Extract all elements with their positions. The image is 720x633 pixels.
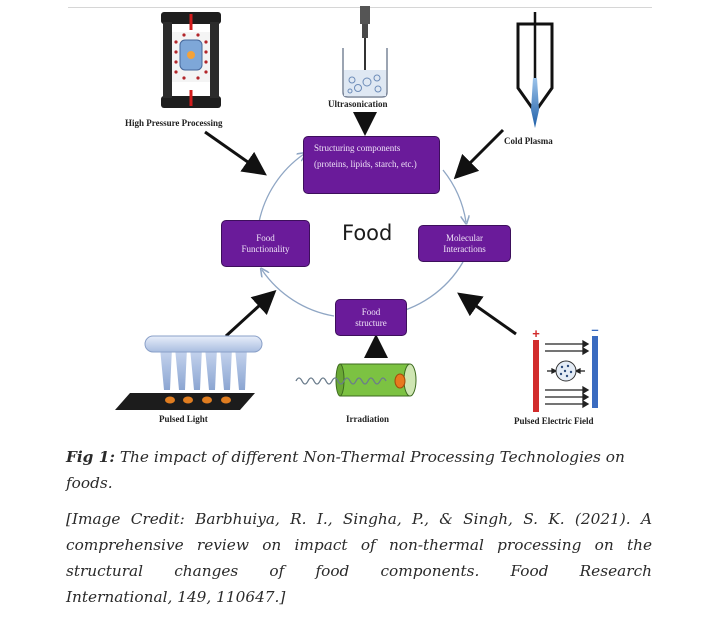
electric-field-plates-icon: + – <box>532 322 599 412</box>
box-structuring-line2: (proteins, lipids, starch, etc.) <box>314 159 417 169</box>
cycle-arc-structure-to-functionality <box>262 270 335 317</box>
arrow-pulsed-light <box>224 289 277 338</box>
cycle-arc-structuring-to-molecular <box>442 169 466 222</box>
box-functionality-line2: Functionality <box>241 243 290 254</box>
box-food-functionality: Food Functionality <box>221 220 310 267</box>
fig-text-1: The impact of different Non-Thermal Proc… <box>114 448 625 466</box>
plasma-jet-icon <box>516 12 554 128</box>
box-structure-line1: Food <box>361 306 381 317</box>
credit-line-2: comprehensive review on impact of non-th… <box>66 536 652 554</box>
box-molecular-line2: Interactions <box>443 243 486 254</box>
box-structuring-line1: Structuring components <box>314 143 401 153</box>
pef-plus-sign: + <box>532 326 540 341</box>
pef-minus-sign: – <box>591 322 598 337</box>
caption-line-2: foods. <box>66 474 113 492</box>
image-credit: [Image Credit: Barbhuiya, R. I., Singha,… <box>66 506 652 610</box>
arrow-cold-plasma <box>453 128 505 180</box>
label-high-pressure-processing: High Pressure Processing <box>125 118 223 128</box>
figure-caption: Fig 1: The impact of different Non-Therm… <box>66 444 652 496</box>
label-pulsed-electric-field: Pulsed Electric Field <box>514 416 594 426</box>
pressure-vessel-icon <box>161 12 221 108</box>
fig-label: Fig 1: <box>66 448 115 466</box>
label-irradiation: Irradiation <box>346 414 390 424</box>
box-structuring-components: Structuring components (proteins, lipids… <box>303 136 440 194</box>
arrow-hpp <box>204 130 267 176</box>
irradiation-cylinder-icon <box>295 363 417 397</box>
box-functionality-line1: Food <box>256 232 275 243</box>
label-cold-plasma: Cold Plasma <box>504 136 553 146</box>
box-structure-line2: structure <box>355 317 387 328</box>
box-food-structure: Food structure <box>335 299 407 336</box>
center-label-food: Food <box>342 221 393 245</box>
label-ultrasonication: Ultrasonication <box>328 99 388 109</box>
ultrasonic-probe-icon <box>342 6 388 98</box>
box-molecular-line1: Molecular <box>446 232 483 243</box>
diagram-graphics: + – <box>115 6 599 412</box>
credit-line-1: [Image Credit: Barbhuiya, R. I., Singha,… <box>66 510 652 528</box>
credit-line-3: structural changes of food components. F… <box>66 562 652 580</box>
pulsed-light-lamp-icon <box>115 335 263 410</box>
caption-line-1: Fig 1: The impact of different Non-Therm… <box>66 444 652 470</box>
pointer-arrows <box>204 112 517 358</box>
label-pulsed-light: Pulsed Light <box>159 414 208 424</box>
box-molecular-interactions: Molecular Interactions <box>418 225 511 262</box>
arrow-pef <box>457 292 517 336</box>
credit-line-4: International, 149, 110647.] <box>66 588 286 606</box>
cycle-arc-functionality-to-structuring <box>258 154 304 223</box>
